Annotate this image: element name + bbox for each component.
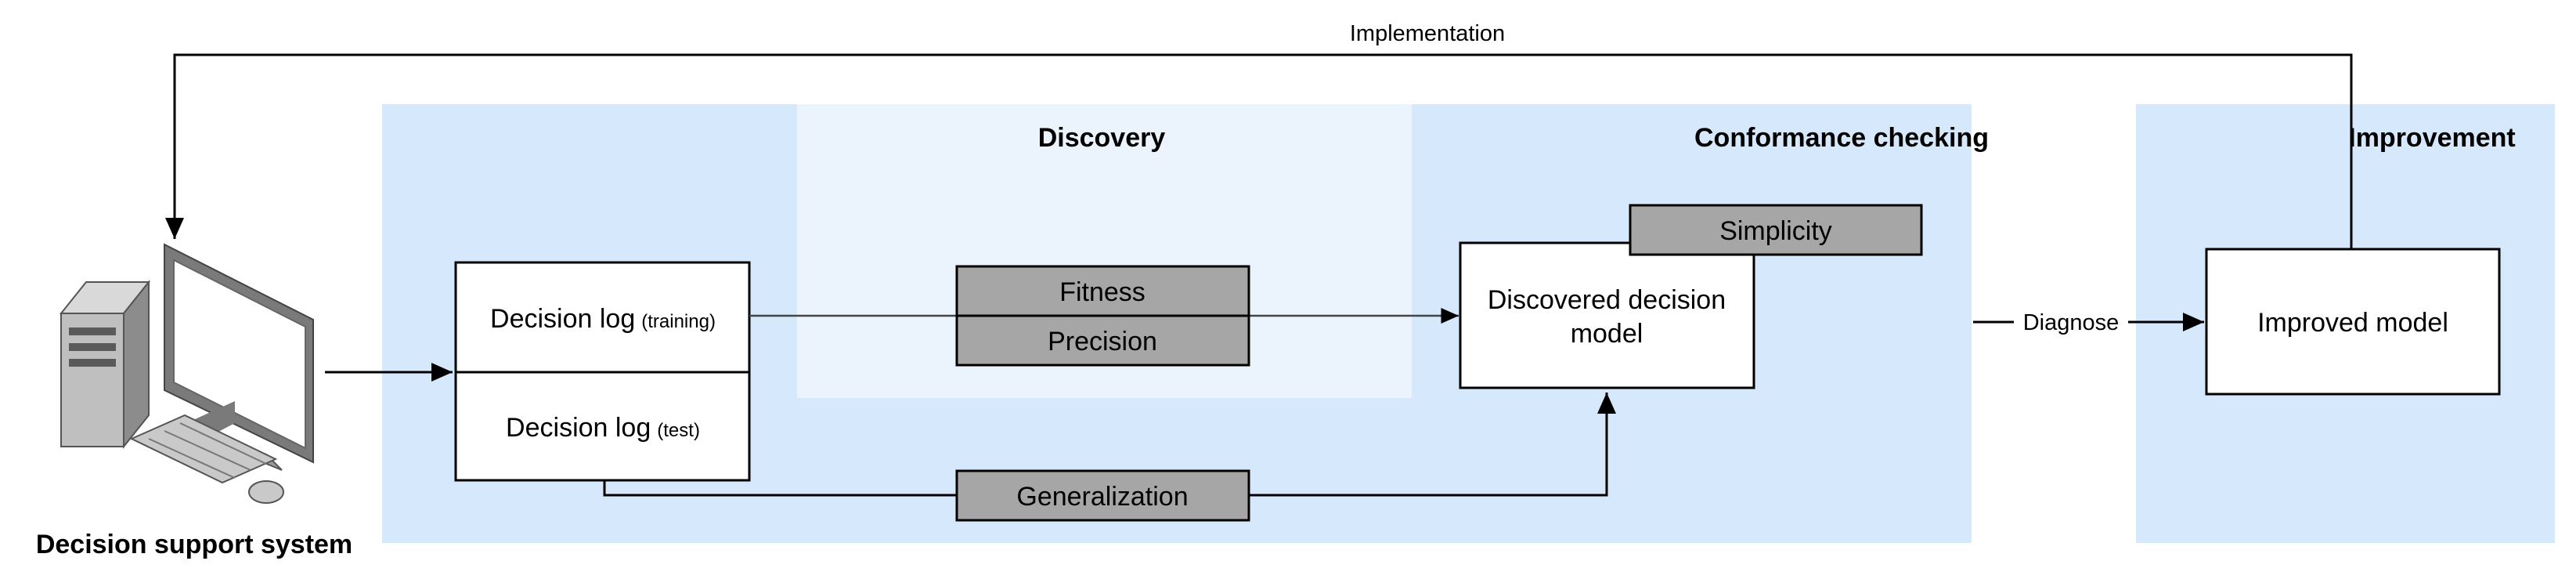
computer-icon [59, 243, 314, 504]
improved-model-box [2205, 248, 2501, 396]
diagnose-label: Diagnose [2023, 310, 2120, 335]
test-log-label: Decision log (test) [506, 413, 700, 443]
training-log-suffix: (training) [641, 311, 716, 332]
test-log-suffix: (test) [657, 420, 700, 441]
simplicity-label: Simplicity [1719, 216, 1832, 246]
training-log-label: Decision log (training) [490, 304, 716, 334]
improved-model-label: Improved model [2257, 308, 2448, 338]
test-log-main: Decision log [506, 413, 651, 443]
training-log-main: Decision log [490, 304, 635, 334]
discovered-model-box [1459, 241, 1755, 389]
system-label: Decision support system [36, 530, 352, 559]
discovered-model-line2: model [1571, 319, 1643, 349]
test-log-box [454, 371, 751, 482]
discovery-title: Discovery [1038, 123, 1166, 153]
fitness-label: Fitness [1059, 277, 1145, 307]
improvement-title: Improvement [2348, 123, 2516, 153]
precision-label: Precision [1048, 327, 1157, 356]
precision-box [955, 314, 1250, 367]
fitness-box [955, 265, 1250, 317]
simplicity-box [1629, 204, 1923, 256]
implementation-label: Implementation [1350, 21, 1505, 46]
implementation-edge [165, 53, 2353, 249]
generalization-label: Generalization [1016, 482, 1188, 512]
conformance-title: Conformance checking [1694, 123, 1989, 153]
discovered-model-line1: Discovered decision [1488, 285, 1726, 315]
generalization-box [955, 469, 1250, 522]
training-log-box [454, 261, 751, 374]
